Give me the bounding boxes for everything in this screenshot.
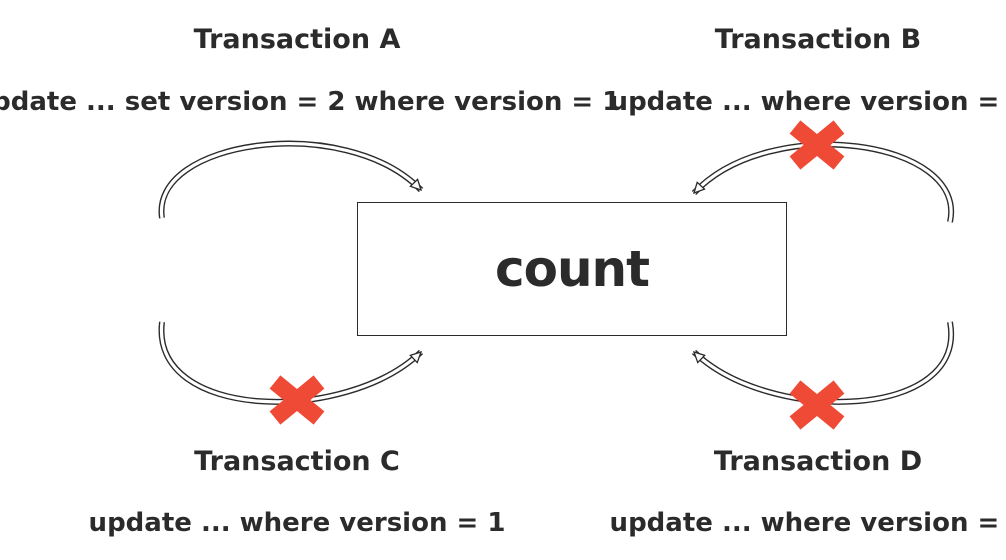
count-resource-label: count <box>494 240 650 298</box>
arrow-transaction-b <box>691 141 955 223</box>
transaction-a-query: update ... set version = 2 where version… <box>0 87 621 117</box>
transaction-b-title: Transaction B <box>714 24 922 55</box>
transaction-b-query: update ... where version = 1 <box>609 87 1006 117</box>
transaction-c-title: Transaction C <box>194 446 400 477</box>
transaction-d-title: Transaction D <box>713 446 923 477</box>
x-mark-icon <box>269 375 325 425</box>
arrow-transaction-c <box>158 321 424 405</box>
x-mark-icon <box>789 380 845 430</box>
transaction-a-title: Transaction A <box>193 24 401 55</box>
arrow-transaction-d <box>691 321 955 405</box>
arrow-transaction-a <box>158 140 424 219</box>
transaction-c-query: update ... where version = 1 <box>88 508 506 538</box>
x-mark-icon <box>789 120 845 170</box>
count-resource-box: count <box>357 202 787 336</box>
transaction-d-query: update ... where version = 1 <box>609 508 1006 538</box>
